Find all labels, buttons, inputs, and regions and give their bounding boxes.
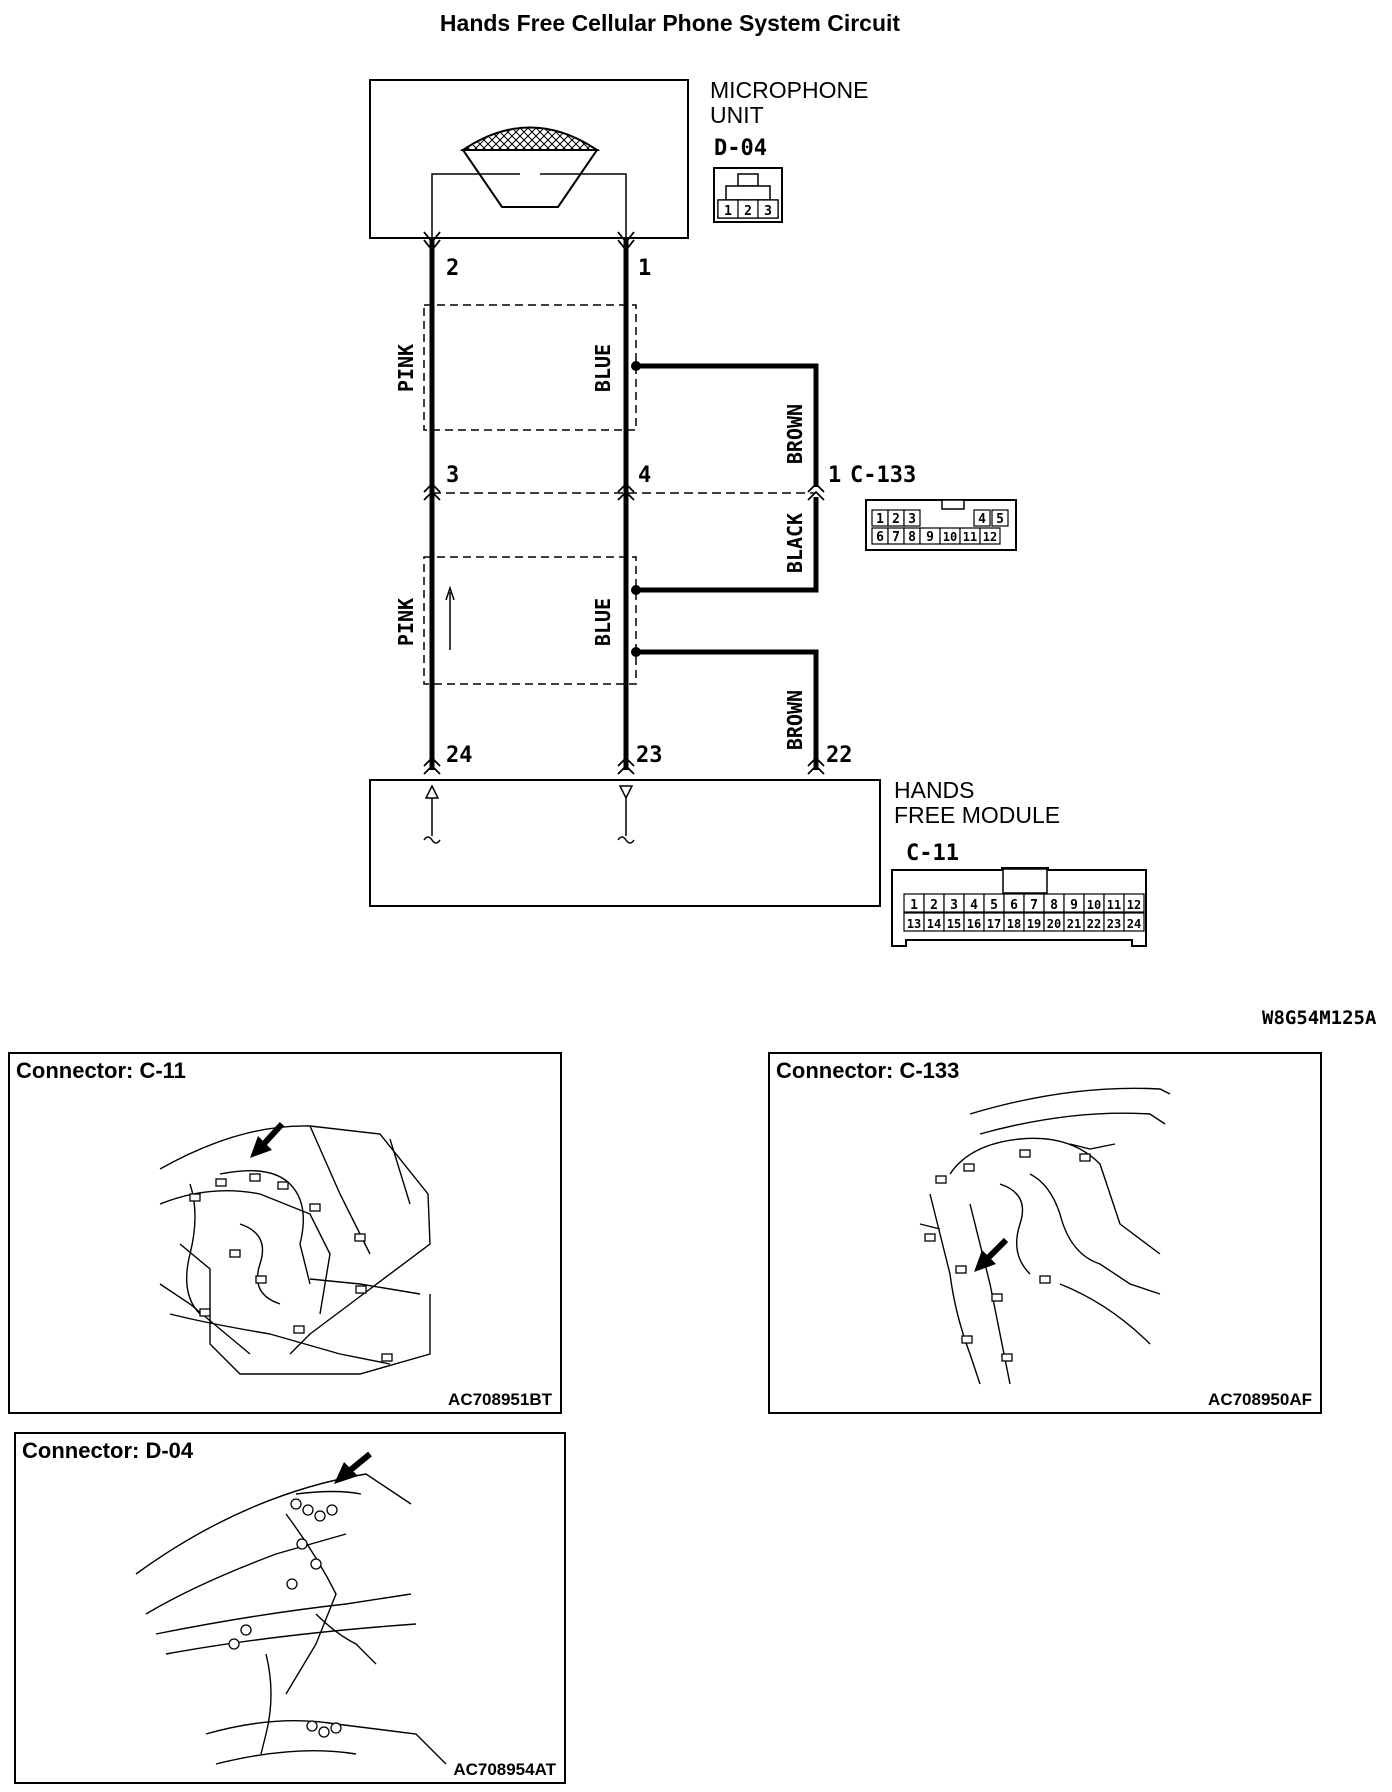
locator-panel-c11: Connector: C-11 AC708951BT — [8, 1052, 562, 1414]
wire-label-pink-lower: PINK — [394, 598, 418, 646]
dashboard-harness-illustration-c133 — [919, 1087, 1171, 1385]
c11-pin-18: 18 — [1007, 917, 1021, 931]
c133-pin-12: 12 — [983, 530, 997, 544]
c11-pin-22: 22 — [1087, 917, 1101, 931]
c11-pin-2: 2 — [930, 898, 938, 913]
c11-pin-4: 4 — [970, 898, 978, 913]
dashboard-harness-illustration-c11 — [159, 1121, 431, 1375]
c133-pin-5-cell — [991, 509, 1009, 527]
c11-pin-21: 21 — [1067, 917, 1081, 931]
c11-pin-16: 16 — [967, 917, 981, 931]
wire-black-lower — [631, 497, 819, 595]
c133-pin-10: 10 — [943, 530, 957, 544]
c133-pin-3: 3 — [908, 512, 916, 527]
wire-label-brown-upper: BROWN — [783, 404, 807, 464]
pin-mod-left: 24 — [446, 743, 473, 768]
c11-pin-23: 23 — [1107, 917, 1121, 931]
terminal-marks — [423, 231, 825, 775]
c11-pin-15: 15 — [947, 917, 961, 931]
microphone-unit-label-line1: MICROPHONE — [710, 77, 868, 103]
c133-pin-6: 6 — [876, 530, 884, 545]
c11-pin-24-cell — [1123, 912, 1145, 932]
c11-pin-11: 11 — [1107, 898, 1121, 912]
c11-pin-12: 12 — [1127, 898, 1141, 912]
connector-c133-label: C-133 — [850, 463, 916, 488]
c133-pin-4: 4 — [978, 512, 986, 527]
arrow-icon — [974, 1237, 1009, 1272]
c11-pin-17: 17 — [987, 917, 1001, 931]
locator-panel-c133-title: Connector: C-133 — [776, 1058, 960, 1083]
c11-pin-5: 5 — [990, 898, 998, 913]
c11-pin-19: 19 — [1027, 917, 1041, 931]
c133-pin-5: 5 — [996, 512, 1004, 527]
c133-pin-4-cell — [973, 509, 991, 527]
wire-label-brown-lower: BROWN — [783, 690, 807, 750]
locator-panel-d04-title: Connector: D-04 — [22, 1438, 194, 1463]
locator-panel-d04-code: AC708954AT — [453, 1760, 556, 1779]
d04-pin-2: 2 — [744, 204, 752, 219]
roof-harness-illustration-d04 — [135, 1451, 447, 1765]
c133-pin-8: 8 — [908, 530, 916, 545]
connector-d04-label: D-04 — [714, 136, 767, 161]
c11-pin-6: 6 — [1010, 898, 1018, 913]
d04-pin-3-cell — [757, 199, 779, 219]
c133-pin-12-cell — [979, 527, 1001, 545]
c133-pin-7: 7 — [892, 530, 900, 545]
arrow-icon — [250, 1121, 285, 1158]
c11-pin-20: 20 — [1047, 917, 1061, 931]
pin-mod-mid: 23 — [636, 743, 663, 768]
pin-mic-right: 1 — [638, 256, 651, 281]
pin-mod-right: 22 — [826, 743, 853, 768]
c133-pin-2: 2 — [892, 512, 900, 527]
c133-pin-1: 1 — [876, 512, 884, 527]
d04-pin-3: 3 — [764, 204, 772, 219]
microphone-unit-box — [369, 79, 689, 239]
c11-pin-24: 24 — [1127, 917, 1141, 931]
c11-pin-14: 14 — [927, 917, 941, 931]
hands-free-module-box — [369, 779, 881, 907]
c11-pin-1: 1 — [910, 898, 918, 913]
module-internal-marks — [423, 784, 635, 844]
c11-pin-10: 10 — [1087, 898, 1101, 912]
connector-c11-label: C-11 — [906, 841, 959, 866]
wire-label-black: BLACK — [783, 513, 807, 573]
c133-pin-9: 9 — [926, 530, 934, 545]
arrow-icon — [334, 1451, 372, 1484]
pin-mid-left: 3 — [446, 463, 459, 488]
locator-panel-c11-title: Connector: C-11 — [16, 1058, 186, 1083]
locator-panel-c133-code: AC708950AF — [1208, 1390, 1312, 1409]
hands-free-module-label-line2: FREE MODULE — [894, 802, 1060, 828]
shield-box-lower — [423, 556, 637, 685]
wire-label-blue-upper: BLUE — [591, 344, 615, 392]
wire-label-pink-upper: PINK — [394, 344, 418, 392]
microphone-unit-label-line2: UNIT — [710, 102, 764, 128]
locator-panel-d04: Connector: D-04 AC708954AT — [14, 1432, 566, 1784]
c11-pin-9: 9 — [1070, 898, 1078, 913]
c11-pin-7: 7 — [1030, 898, 1038, 913]
c133-pin-11: 11 — [963, 530, 977, 544]
c11-pin-13: 13 — [907, 917, 921, 931]
locator-panel-c133: Connector: C-133 AC708950AF — [768, 1052, 1322, 1414]
locator-panel-c11-code: AC708951BT — [448, 1390, 552, 1409]
microphone-icon — [431, 126, 627, 240]
d04-pin-1: 1 — [724, 204, 732, 219]
signal-arrow-icon — [445, 585, 455, 650]
diagram-title: Hands Free Cellular Phone System Circuit — [439, 10, 901, 36]
c11-pin-3: 3 — [950, 898, 958, 913]
shield-box-upper — [423, 304, 637, 431]
c11-pin-12-cell — [1123, 893, 1145, 913]
c11-pin-8: 8 — [1050, 898, 1058, 913]
pin-mic-left: 2 — [446, 256, 459, 281]
wire-label-blue-lower: BLUE — [591, 598, 615, 646]
c133-pin-3-cell — [903, 509, 921, 527]
reference-code: W8G54M125A — [1262, 1007, 1377, 1029]
pin-mid-right: 4 — [638, 463, 651, 488]
hands-free-module-label-line1: HANDS — [894, 777, 975, 803]
pin-c133: 1 — [828, 463, 841, 488]
